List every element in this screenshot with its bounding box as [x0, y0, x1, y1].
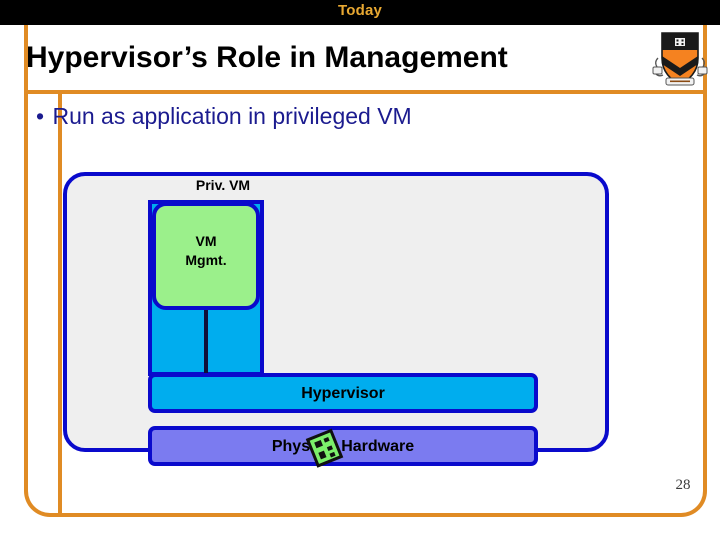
vm-mgmt-label: VM Mgmt. — [156, 232, 256, 270]
architecture-diagram: Priv. VM VM Mgmt. Hypervisor Physical Ha… — [60, 168, 612, 468]
bullet-list-item: • Run as application in privileged VM — [36, 103, 636, 130]
bullet-text: Run as application in privileged VM — [52, 103, 412, 129]
vm-mgmt-label-line2: Mgmt. — [185, 252, 227, 268]
vm-to-hypervisor-connector — [204, 310, 208, 374]
vm-mgmt-box: VM Mgmt. — [152, 202, 260, 310]
hypervisor-label: Hypervisor — [301, 385, 385, 402]
frame-inner-left-rule — [58, 92, 62, 517]
top-banner: Today — [0, 0, 720, 25]
top-banner-label: Today — [337, 2, 383, 19]
physical-hardware-bar: Physical Hardware — [148, 426, 538, 466]
page-number: 28 — [675, 477, 691, 493]
hypervisor-bar: Hypervisor — [148, 373, 538, 413]
priv-vm-label: Priv. VM — [195, 177, 251, 193]
page-title: Hypervisor’s Role in Management — [26, 41, 508, 74]
chip-icon-svg — [305, 428, 344, 468]
princeton-shield-svg — [652, 32, 708, 86]
vm-mgmt-label-line1: VM — [195, 233, 217, 249]
bullet-marker-icon: • — [36, 103, 47, 129]
chip-icon — [303, 426, 347, 470]
princeton-shield-icon — [648, 26, 712, 90]
title-divider-rule — [24, 90, 707, 94]
